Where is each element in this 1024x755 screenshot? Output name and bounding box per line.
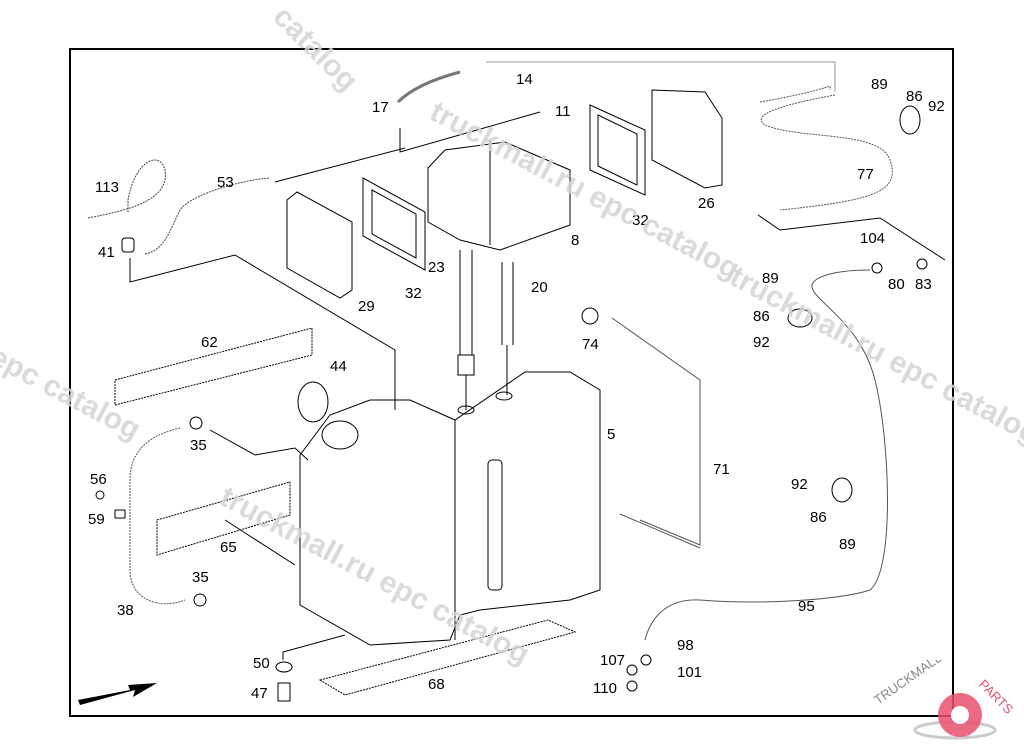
part-label-53[interactable]: 53 [217, 174, 234, 191]
part-label-50[interactable]: 50 [253, 655, 270, 672]
cover-26 [651, 89, 723, 189]
gasket-32 [362, 177, 426, 271]
part-label-32[interactable]: 32 [405, 285, 422, 302]
part-label-89[interactable]: 89 [871, 76, 888, 93]
part-label-38[interactable]: 38 [117, 602, 134, 619]
filler-neck [321, 420, 359, 450]
cover-29 [286, 191, 353, 299]
sight-glass [487, 459, 503, 591]
logo-text-red: PARTS [976, 677, 1017, 718]
pad-68 [318, 619, 577, 696]
seal-107 [626, 664, 638, 676]
panel-62 [114, 327, 313, 406]
fitting-101 [640, 654, 652, 666]
clamp-86 [899, 105, 921, 135]
washer-50 [275, 661, 293, 673]
pipe [501, 262, 514, 345]
part-label-98[interactable]: 98 [677, 637, 694, 654]
part-label-92[interactable]: 92 [791, 476, 808, 493]
part-label-47[interactable]: 47 [251, 685, 268, 702]
part-label-56[interactable]: 56 [90, 471, 107, 488]
part-label-20[interactable]: 20 [531, 279, 548, 296]
hose-38 [129, 427, 186, 605]
truckmall-parts-logo: TRUCKMALL PARTS [860, 650, 1024, 750]
part-label-113[interactable]: 113 [95, 179, 119, 196]
part-label-80[interactable]: 80 [888, 276, 905, 293]
fitting-104 [871, 262, 883, 274]
part-label-107[interactable]: 107 [600, 652, 626, 669]
leader-line [274, 147, 406, 183]
clamp-86 [831, 477, 853, 503]
part-label-32[interactable]: 32 [632, 212, 649, 229]
part-label-29[interactable]: 29 [358, 298, 375, 315]
part-label-86[interactable]: 86 [810, 509, 827, 526]
part-label-95[interactable]: 95 [798, 598, 815, 615]
part-label-68[interactable]: 68 [428, 676, 445, 693]
pipe [459, 250, 473, 355]
leader-line [209, 429, 309, 461]
clip-35 [189, 416, 203, 430]
cap-44 [297, 381, 329, 423]
part-label-83[interactable]: 83 [915, 276, 932, 293]
leader-line [399, 111, 541, 153]
part-label-14[interactable]: 14 [516, 71, 533, 88]
part-label-92[interactable]: 92 [928, 98, 945, 115]
part-label-35[interactable]: 35 [192, 569, 209, 586]
nut-59 [114, 509, 126, 519]
part-label-110[interactable]: 110 [593, 680, 617, 697]
module-8 [427, 141, 571, 251]
part-label-17[interactable]: 17 [372, 99, 389, 116]
plug-47 [277, 682, 291, 702]
part-label-71[interactable]: 71 [713, 461, 730, 478]
nut-83 [916, 258, 928, 270]
clamp-86 [787, 308, 813, 328]
part-label-89[interactable]: 89 [839, 536, 856, 553]
part-label-26[interactable]: 26 [698, 195, 715, 212]
part-label-8[interactable]: 8 [571, 232, 580, 249]
diagram-frame [69, 48, 954, 717]
tube-17 [396, 70, 461, 104]
part-label-104[interactable]: 104 [860, 230, 886, 247]
panel-65 [156, 481, 291, 556]
part-label-86[interactable]: 86 [753, 308, 770, 325]
part-label-89[interactable]: 89 [762, 270, 779, 287]
hose-113 [87, 159, 166, 219]
hose-71 [611, 317, 701, 546]
part-label-86[interactable]: 86 [906, 88, 923, 105]
clip-74 [581, 307, 599, 325]
leader-line [757, 214, 946, 261]
connector-41 [121, 237, 135, 253]
part-label-23[interactable]: 23 [428, 259, 445, 276]
part-label-35[interactable]: 35 [190, 437, 207, 454]
part-label-5[interactable]: 5 [607, 426, 616, 443]
part-label-11[interactable]: 11 [555, 103, 571, 120]
part-label-44[interactable]: 44 [330, 358, 347, 375]
direction-arrow-icon [78, 683, 157, 705]
part-label-101[interactable]: 101 [677, 664, 703, 681]
screw-56 [95, 490, 105, 500]
gasket-32-right [589, 104, 646, 196]
hose-53 [144, 177, 271, 255]
leader-line [282, 634, 346, 660]
part-label-65[interactable]: 65 [220, 539, 237, 556]
part-label-41[interactable]: 41 [98, 244, 115, 261]
callout-bracket [486, 61, 836, 92]
part-label-92[interactable]: 92 [753, 334, 770, 351]
part-label-62[interactable]: 62 [201, 334, 218, 351]
clip-35 [193, 593, 207, 607]
logo-text-gray: TRUCKMALL [871, 660, 944, 707]
part-label-77[interactable]: 77 [857, 166, 874, 183]
part-label-59[interactable]: 59 [88, 511, 105, 528]
seal-110 [626, 680, 638, 692]
tank-5 [299, 371, 601, 646]
part-label-74[interactable]: 74 [582, 336, 599, 353]
leader-line [129, 254, 396, 410]
hose-95 [644, 269, 888, 641]
hose-77 [759, 85, 893, 211]
